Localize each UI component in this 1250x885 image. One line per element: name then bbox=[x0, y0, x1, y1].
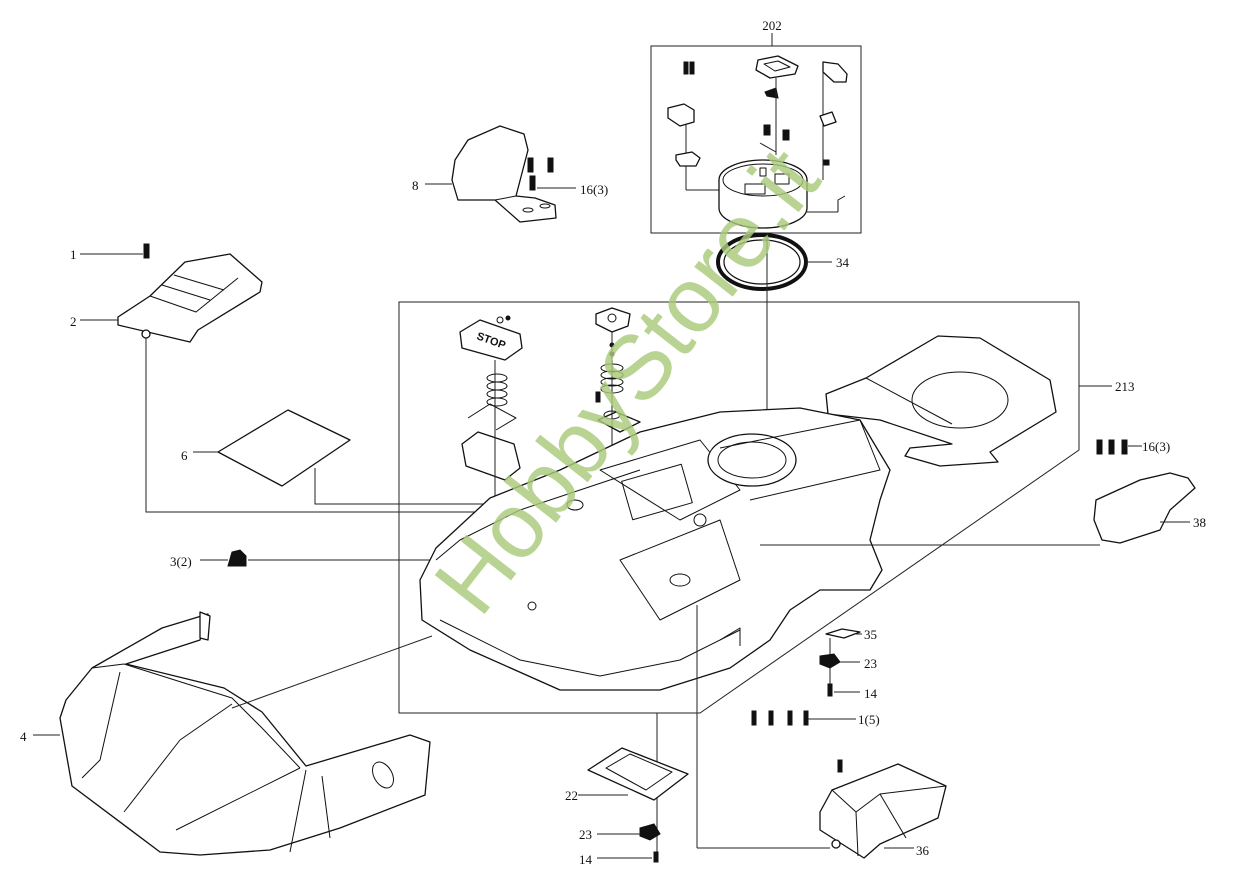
sensor-cap bbox=[755, 55, 799, 79]
screw-icon bbox=[827, 683, 833, 697]
screw-icon bbox=[837, 759, 843, 773]
label-23-bottom: 23 bbox=[579, 827, 592, 842]
screw-icon bbox=[653, 851, 659, 863]
group-213: 213 STOP bbox=[398, 301, 1135, 849]
power-button-part bbox=[595, 307, 641, 520]
sensor-housing bbox=[718, 159, 808, 229]
bracket-left bbox=[667, 103, 695, 127]
part-1-screws-row: 1(5) bbox=[751, 710, 880, 727]
screw-small bbox=[782, 129, 790, 141]
label-14-right: 14 bbox=[864, 686, 878, 701]
spring-icon bbox=[486, 373, 508, 407]
spring-clip bbox=[764, 87, 779, 99]
label-1-5: 1(5) bbox=[858, 712, 880, 727]
screw-small bbox=[763, 124, 771, 136]
label-202: 202 bbox=[762, 18, 782, 33]
label-14-bottom: 14 bbox=[579, 852, 593, 867]
label-16-handle: 16(3) bbox=[580, 182, 608, 197]
label-16-right: 16(3) bbox=[1142, 439, 1170, 454]
label-4: 4 bbox=[20, 729, 27, 744]
label-36: 36 bbox=[916, 843, 930, 858]
part-22-display: 22 23 14 bbox=[565, 713, 689, 867]
part-34-ring: 34 bbox=[716, 233, 850, 440]
label-38: 38 bbox=[1193, 515, 1206, 530]
group-213-frame bbox=[398, 301, 1080, 714]
block-right bbox=[819, 111, 837, 127]
part-35-23-14-stack: 35 23 14 bbox=[819, 627, 878, 701]
label-23-right: 23 bbox=[864, 656, 877, 671]
label-1: 1 bbox=[70, 247, 77, 262]
bumper-nut-icon bbox=[227, 549, 247, 567]
label-8: 8 bbox=[412, 178, 419, 193]
part-6-pad: 6 bbox=[181, 409, 500, 505]
screw-icon bbox=[143, 243, 150, 259]
part-38-side-cover: 38 bbox=[1093, 472, 1206, 544]
pad-left bbox=[675, 151, 701, 167]
label-35: 35 bbox=[864, 627, 877, 642]
clip-icon bbox=[639, 823, 661, 841]
label-2: 2 bbox=[70, 314, 77, 329]
group-202-frame bbox=[650, 45, 862, 234]
label-34: 34 bbox=[836, 255, 850, 270]
label-213: 213 bbox=[1115, 379, 1135, 394]
label-3: 3(2) bbox=[170, 554, 192, 569]
bracket-right bbox=[822, 61, 848, 83]
part-16-screws-right: 16(3) bbox=[1096, 439, 1170, 455]
battery-tray bbox=[825, 335, 1057, 467]
label-6: 6 bbox=[181, 448, 188, 463]
main-chassis bbox=[419, 407, 891, 849]
part-1-2: 1 2 bbox=[70, 243, 560, 513]
rear-left-cover bbox=[117, 253, 263, 343]
group-202: 202 bbox=[650, 18, 862, 234]
part-8-handle: 8 16(3) bbox=[412, 125, 608, 223]
part-4-front-shell: 4 bbox=[20, 611, 433, 856]
stop-button-part: STOP bbox=[459, 315, 523, 505]
clip-icon bbox=[819, 653, 841, 669]
part-36-cover: 36 bbox=[819, 759, 947, 859]
screw-pair-icon bbox=[683, 61, 695, 75]
screw-icon bbox=[527, 157, 554, 191]
label-22: 22 bbox=[565, 788, 578, 803]
